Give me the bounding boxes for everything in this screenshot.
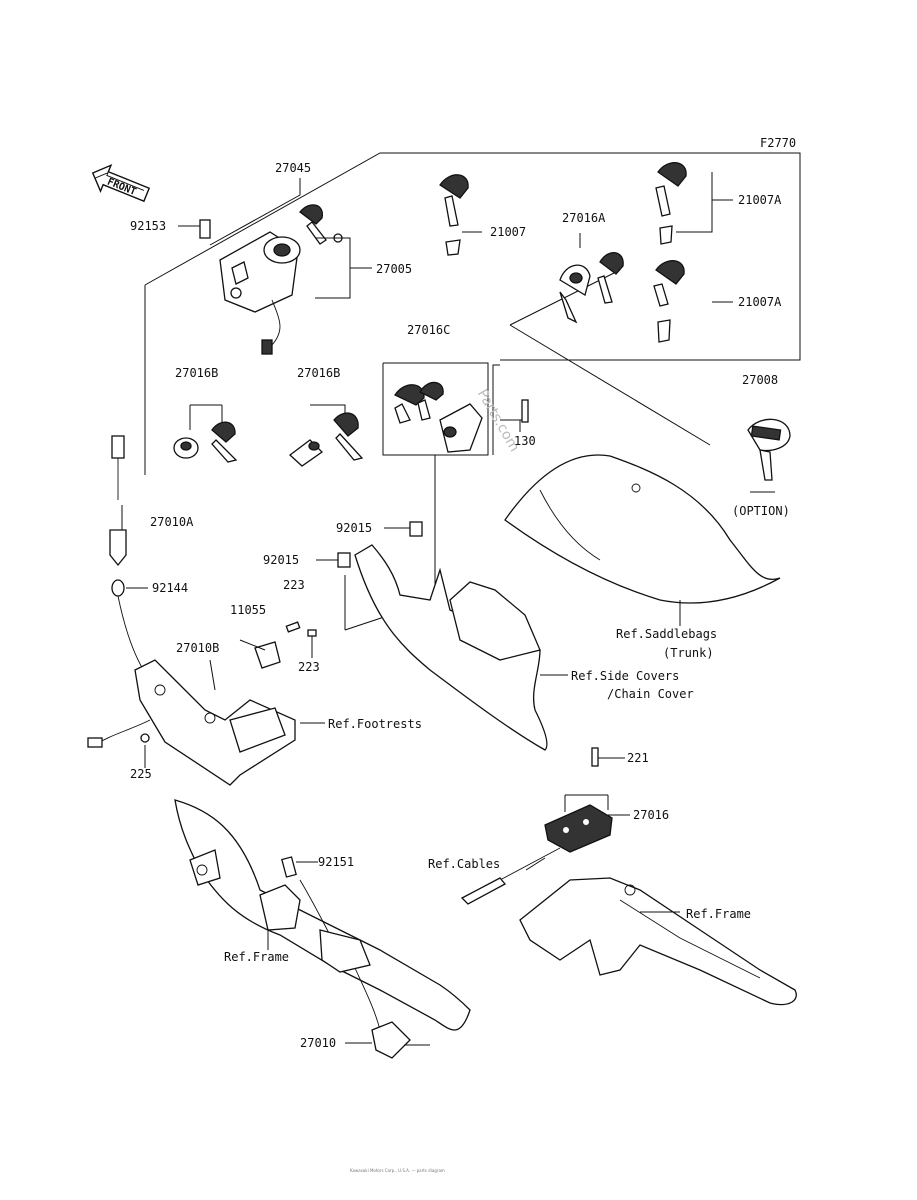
label-130: 130 <box>514 434 536 448</box>
key-blank-21007 <box>439 174 482 256</box>
label-221: 221 <box>627 751 649 765</box>
label-21007a-bottom: 21007A <box>738 295 782 309</box>
footer-copyright: Kawasaki Motors Corp., U.S.A. — parts di… <box>350 1168 445 1173</box>
cable-27010a <box>109 435 151 681</box>
label-ref-frame-right: Ref.Frame <box>686 907 751 921</box>
lock-set-27016a <box>559 233 624 324</box>
label-27045: 27045 <box>275 161 311 175</box>
label-ref-saddlebags: Ref.Saddlebags <box>616 627 717 641</box>
label-ref-frame-left: Ref.Frame <box>224 950 289 964</box>
key-blank-21007a-top <box>655 162 733 245</box>
key-blank-21007a-bottom <box>653 260 733 343</box>
label-27010: 27010 <box>300 1036 336 1050</box>
label-ref-footrests: Ref.Footrests <box>328 717 422 731</box>
lock-set-27016b-right <box>288 404 364 467</box>
label-21007: 21007 <box>490 225 526 239</box>
frame-right <box>460 747 797 1006</box>
label-chain-cover: /Chain Cover <box>607 687 694 701</box>
frame-left <box>174 799 471 1059</box>
label-27016c: 27016C <box>407 323 450 337</box>
label-27016b-right: 27016B <box>297 366 340 380</box>
lock-set-27016c <box>394 381 529 453</box>
label-27016b-left: 27016B <box>175 366 218 380</box>
lock-set-27016b-left <box>173 404 238 463</box>
part-labels: 27045 92153 27005 21007 27016A 21007A 21… <box>130 161 790 1050</box>
label-27010a: 27010A <box>150 515 194 529</box>
label-92151: 92151 <box>318 855 354 869</box>
label-92153: 92153 <box>130 219 166 233</box>
label-trunk: (Trunk) <box>663 646 714 660</box>
label-27008: 27008 <box>742 373 778 387</box>
label-27010b: 27010B <box>176 641 219 655</box>
label-21007a-top: 21007A <box>738 193 782 207</box>
label-223-bottom: 223 <box>298 660 320 674</box>
label-225: 225 <box>130 767 152 781</box>
label-ref-cables: Ref.Cables <box>428 857 500 871</box>
lock-bracket-27010b <box>87 621 325 786</box>
ignition-switch-part <box>178 204 372 355</box>
label-27016: 27016 <box>633 808 669 822</box>
label-223-top: 223 <box>283 578 305 592</box>
saddlebag-trunk <box>504 454 781 626</box>
label-92144: 92144 <box>152 581 188 595</box>
side-cover <box>316 521 568 751</box>
label-27005: 27005 <box>376 262 412 276</box>
front-arrow-icon: FRONT <box>91 163 151 203</box>
label-27016a: 27016A <box>562 211 606 225</box>
label-92015-top: 92015 <box>336 521 372 535</box>
label-11055: 11055 <box>230 603 266 617</box>
label-option: (OPTION) <box>732 504 790 518</box>
label-ref-side-covers: Ref.Side Covers <box>571 669 679 683</box>
option-key-27008 <box>747 418 791 493</box>
diagram-code: F2770 <box>760 136 796 150</box>
label-92015-bottom: 92015 <box>263 553 299 567</box>
